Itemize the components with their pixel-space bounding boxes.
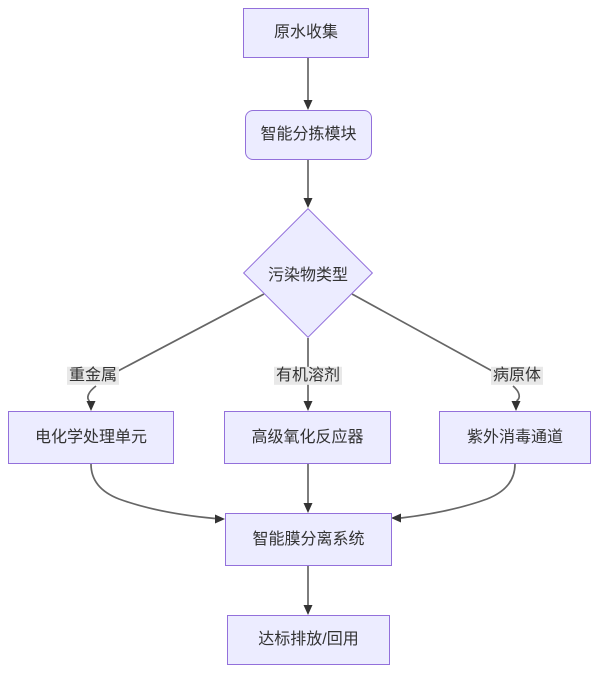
node-discharge-reuse: 达标排放/回用 — [227, 615, 390, 665]
arrowhead-a-b — [303, 100, 313, 110]
arrowhead-c-d — [86, 401, 96, 411]
node-membrane-separation-system: 智能膜分离系统 — [225, 513, 392, 566]
node-raw-water-collection: 原水收集 — [243, 8, 369, 58]
node-uv-disinfection-channel: 紫外消毒通道 — [439, 411, 591, 464]
arrowhead-e-g — [303, 503, 313, 513]
arrowhead-b-c — [303, 198, 313, 208]
arrowhead-c-f — [511, 401, 521, 411]
arrowhead-c-e — [303, 401, 313, 411]
node-electrochemical-treatment-unit: 电化学处理单元 — [8, 411, 174, 464]
edge-label-heavy-metal: 重金属 — [66, 366, 120, 386]
edge-c-f-exit — [512, 385, 521, 402]
node-advanced-oxidation-reactor: 高级氧化反应器 — [224, 411, 391, 464]
decision-pollutant-type-label: 污染物类型 — [267, 267, 349, 284]
edge-f-g — [400, 463, 516, 519]
node-smart-sorting-module: 智能分拣模块 — [245, 110, 372, 160]
edge-c-d-exit — [87, 385, 97, 402]
edge-c-d — [117, 293, 265, 372]
arrowhead-d-g — [215, 514, 225, 524]
edge-d-g — [90, 463, 216, 520]
edge-label-organic-solvent: 有机溶剂 — [273, 366, 343, 386]
edge-label-pathogen: 病原体 — [490, 366, 544, 386]
arrowhead-g-h — [303, 605, 313, 615]
edge-c-f — [351, 293, 495, 373]
arrowhead-f-g — [391, 513, 401, 523]
